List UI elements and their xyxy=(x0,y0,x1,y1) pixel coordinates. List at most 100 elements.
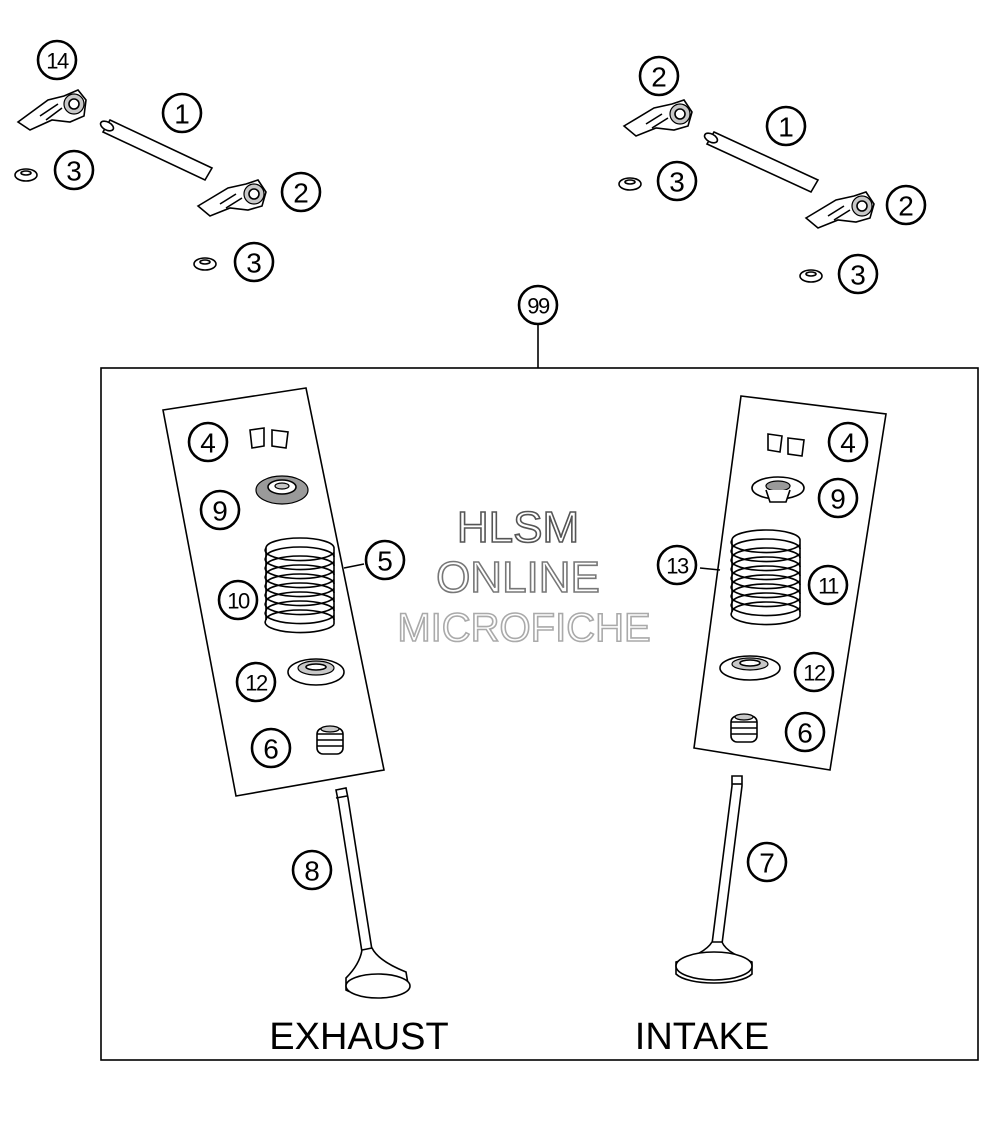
spring-coil-front xyxy=(264,619,335,634)
callout-9-intake: 9 xyxy=(817,477,859,519)
rocker-arm-part-14 xyxy=(16,89,87,131)
valve-spring-part-11 xyxy=(730,529,801,626)
svg-text:14: 14 xyxy=(46,49,69,74)
watermark-line-1: HLSM xyxy=(457,503,579,552)
callout-14: 14 xyxy=(36,39,78,81)
svg-text:3: 3 xyxy=(246,248,262,279)
spring-coil-back xyxy=(265,573,335,585)
spring-coil-back xyxy=(265,546,335,558)
svg-text:12: 12 xyxy=(245,671,268,696)
watermark-line-3: MICROFICHE xyxy=(397,606,650,650)
callout-2-right-b: 2 xyxy=(885,184,927,226)
callout-8: 8 xyxy=(291,849,333,891)
valve-spring-part-10 xyxy=(264,537,335,634)
valve-seal-part-6-intake xyxy=(730,713,758,743)
svg-text:5: 5 xyxy=(377,546,393,577)
callout-2-left: 2 xyxy=(280,171,322,213)
svg-text:7: 7 xyxy=(759,848,775,879)
svg-text:6: 6 xyxy=(797,718,813,749)
spring-seat-part-12-intake xyxy=(719,655,781,681)
spring-coil-back xyxy=(731,556,801,568)
callout-7: 7 xyxy=(746,841,788,883)
svg-text:13: 13 xyxy=(666,554,689,579)
intake-valve-part-7 xyxy=(675,775,753,984)
svg-text:10: 10 xyxy=(227,589,250,614)
callout-6-exhaust: 6 xyxy=(250,727,292,769)
svg-text:12: 12 xyxy=(803,661,826,686)
spring-retainer-part-9-intake xyxy=(751,476,805,503)
spring-coil-back xyxy=(265,600,335,612)
svg-text:1: 1 xyxy=(174,99,190,130)
svg-text:2: 2 xyxy=(651,62,667,93)
watermark: HLSM ONLINE MICROFICHE xyxy=(397,502,652,651)
spring-coil-back xyxy=(265,609,335,621)
spring-coil-back xyxy=(265,555,335,567)
svg-text:3: 3 xyxy=(850,260,866,291)
rocker-arm-part-2-right-b xyxy=(804,191,875,229)
rocker-arm-part-2-left xyxy=(196,179,267,217)
svg-text:1: 1 xyxy=(778,112,794,143)
exhaust-valve-part-8 xyxy=(335,787,411,999)
callout-5: 5 xyxy=(364,539,406,581)
washer-part-3-left-b xyxy=(193,257,217,271)
callout-2-right-a: 2 xyxy=(638,55,680,97)
callout-3-left-a: 3 xyxy=(53,149,95,191)
callout-6-intake: 6 xyxy=(784,711,826,753)
svg-text:9: 9 xyxy=(830,484,846,515)
callout-10: 10 xyxy=(217,579,259,621)
callout-3-left-b: 3 xyxy=(233,241,275,283)
washer-part-3-left-a xyxy=(14,168,38,182)
spring-coil-back xyxy=(731,547,801,559)
spring-coil-back xyxy=(731,529,801,541)
svg-text:9: 9 xyxy=(212,496,228,527)
spring-coil-back xyxy=(731,574,801,586)
rocker-arm-part-2-right-a xyxy=(622,99,693,137)
valve-keeper-part-4-exhaust xyxy=(249,427,289,449)
callout-4-exhaust: 4 xyxy=(187,421,229,463)
spring-coil-back xyxy=(265,537,335,549)
spring-coil-back xyxy=(731,565,801,577)
valve-kit-frame xyxy=(100,324,979,1061)
intake-parts-panel xyxy=(693,395,887,771)
spring-coil-back xyxy=(265,582,335,594)
intake-label: INTAKE xyxy=(635,1016,769,1058)
spring-coil-back xyxy=(265,564,335,576)
spring-coil-back xyxy=(265,591,335,603)
callout-3-right-a: 3 xyxy=(656,160,698,202)
rocker-group-right xyxy=(618,99,875,283)
spring-coil-back xyxy=(731,538,801,550)
watermark-line-2: ONLINE xyxy=(436,553,600,602)
callout-12-exhaust: 12 xyxy=(235,661,277,703)
callout-1-left: 1 xyxy=(161,92,203,134)
valve-seal-part-6-exhaust xyxy=(316,725,344,755)
spring-coil-front xyxy=(730,611,801,626)
callout-11: 11 xyxy=(807,564,849,606)
spring-seat-part-12-exhaust xyxy=(287,658,345,686)
callout-3-right-b: 3 xyxy=(837,253,879,295)
svg-text:2: 2 xyxy=(293,178,309,209)
callout-9-exhaust: 9 xyxy=(199,489,241,531)
washer-part-3-right-a xyxy=(618,177,642,191)
washer-part-3-right-b xyxy=(799,269,823,283)
svg-text:3: 3 xyxy=(669,167,685,198)
spring-coil-back xyxy=(731,583,801,595)
rocker-shaft-part-1-left xyxy=(99,118,214,182)
svg-text:4: 4 xyxy=(200,428,216,459)
svg-text:4: 4 xyxy=(840,428,856,459)
rocker-shaft-part-1-right xyxy=(703,130,820,194)
spring-coil-back xyxy=(731,601,801,613)
svg-text:8: 8 xyxy=(304,856,320,887)
callout-13: 13 xyxy=(656,544,698,586)
svg-text:3: 3 xyxy=(66,156,82,187)
svg-text:11: 11 xyxy=(818,574,839,599)
rocker-group-left xyxy=(14,89,267,271)
exhaust-parts-panel xyxy=(162,387,385,797)
callout-12-intake: 12 xyxy=(793,651,835,693)
valve-keeper-part-4-intake xyxy=(767,433,805,457)
spring-coil-back xyxy=(731,592,801,604)
exhaust-label: EXHAUST xyxy=(269,1016,448,1058)
spring-retainer-part-9-exhaust xyxy=(255,475,309,505)
svg-text:99: 99 xyxy=(527,294,550,319)
svg-text:6: 6 xyxy=(263,734,279,765)
